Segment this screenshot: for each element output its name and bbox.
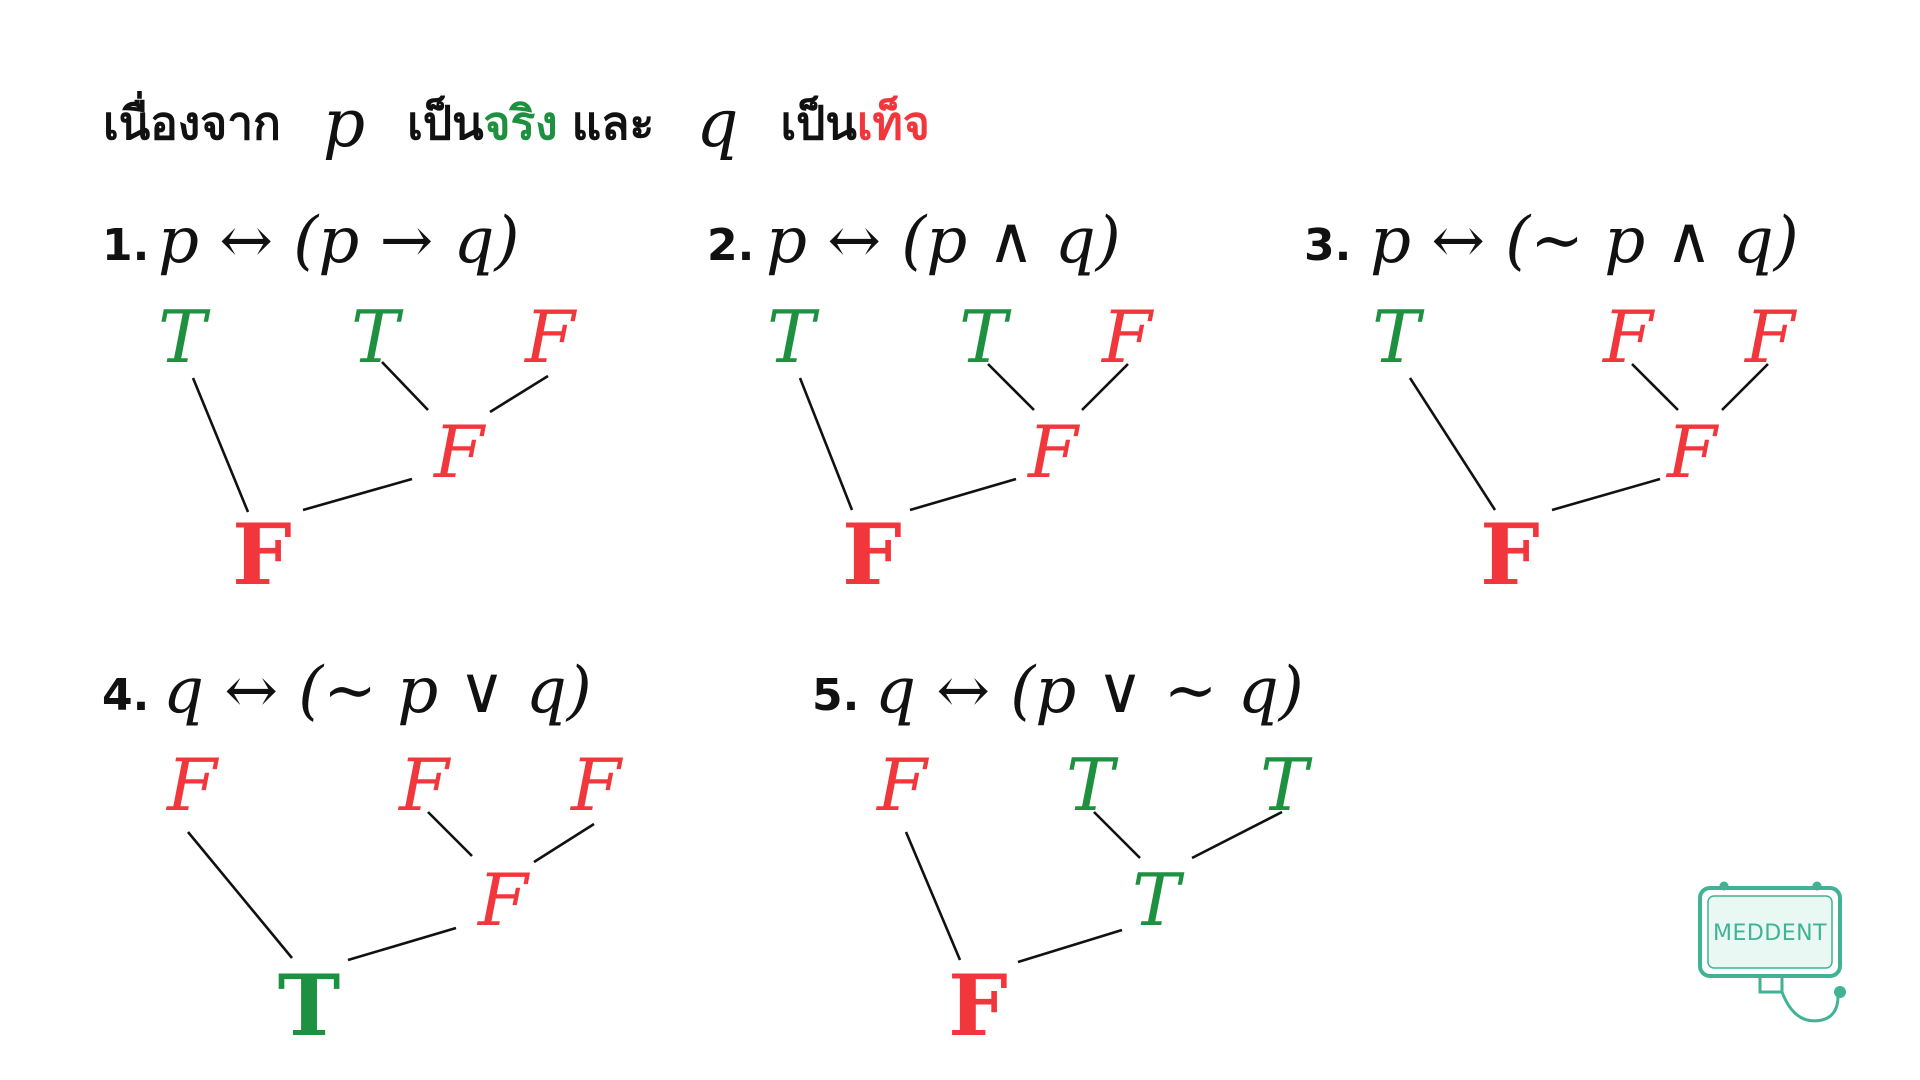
header-is-2: เป็น bbox=[780, 95, 857, 150]
logo-text: MEDDENT bbox=[1713, 921, 1827, 946]
problem-3-leaf-1: T bbox=[1372, 295, 1425, 379]
problem-5: 5. q ↔ (p ∨ ∼ q) F T T T F bbox=[812, 654, 1313, 1055]
problem-2-edge-mid bbox=[987, 363, 1035, 411]
problem-5-edge-right bbox=[1191, 810, 1283, 860]
problem-4-leaf-3: F bbox=[569, 743, 624, 827]
problem-5-leaf-2: T bbox=[1066, 743, 1119, 827]
problem-3-edge-left bbox=[1408, 377, 1497, 511]
header-false-word: เท็จ bbox=[856, 95, 930, 150]
problem-4-expression: q ↔ (∼ p ∨ q) bbox=[163, 654, 592, 728]
meddent-logo: MEDDENT bbox=[1698, 881, 1846, 1023]
problem-3-expression: p ↔ (∼ p ∧ q) bbox=[1370, 204, 1799, 278]
problem-3-edge-mid bbox=[1631, 363, 1679, 411]
problem-4-root: T bbox=[278, 956, 341, 1055]
problem-1-edge-left bbox=[191, 377, 250, 513]
problem-3-root: F bbox=[1480, 505, 1540, 604]
problem-5-inner: T bbox=[1132, 858, 1185, 942]
header-var-p: p bbox=[322, 84, 366, 162]
problem-3-leaf-3: F bbox=[1743, 295, 1798, 379]
problem-2-root: F bbox=[842, 505, 902, 604]
problem-5-number: 5. bbox=[812, 670, 859, 721]
problem-1-edge-mid bbox=[381, 361, 429, 411]
problem-2-leaf-2: T bbox=[959, 295, 1012, 379]
problem-5-edge-left bbox=[904, 831, 962, 961]
problem-4-edge-left bbox=[186, 831, 294, 959]
problem-2-leaf-1: T bbox=[767, 295, 820, 379]
problem-5-edge-mid bbox=[1093, 811, 1141, 859]
header-true-word: จริง bbox=[483, 95, 558, 150]
problem-2-inner: F bbox=[1026, 410, 1081, 494]
problem-4-inner: F bbox=[476, 858, 531, 942]
problem-2-number: 2. bbox=[707, 220, 754, 271]
problem-2-edge-right bbox=[1081, 363, 1129, 411]
problem-3-leaf-2: F bbox=[1601, 295, 1656, 379]
problem-2: 2. p ↔ (p ∧ q) T T F F F bbox=[707, 204, 1155, 604]
problem-1-root: F bbox=[232, 505, 292, 604]
problem-4-edge-right bbox=[533, 822, 595, 864]
problem-1-expression: p ↔ (p → q) bbox=[158, 204, 519, 278]
problem-5-root: F bbox=[948, 956, 1008, 1055]
problem-1-number: 1. bbox=[102, 220, 149, 271]
problem-4-leaf-2: F bbox=[397, 743, 452, 827]
problem-2-edge-left bbox=[798, 377, 854, 511]
problem-3-edge-right bbox=[1721, 363, 1769, 411]
problem-4: 4. q ↔ (∼ p ∨ q) F F F F T bbox=[102, 654, 624, 1055]
problem-5-leaf-1: F bbox=[875, 743, 930, 827]
problem-4-leaf-1: F bbox=[165, 743, 220, 827]
problem-5-expression: q ↔ (p ∨ ∼ q) bbox=[875, 654, 1304, 728]
header-is-1: เป็น bbox=[407, 95, 484, 150]
problem-5-edge-inner bbox=[1017, 928, 1123, 964]
problem-4-edge-inner bbox=[347, 926, 457, 962]
problem-4-number: 4. bbox=[102, 670, 149, 721]
header-and: และ bbox=[571, 95, 655, 150]
problem-1-leaf-3: F bbox=[523, 295, 578, 379]
header: เนื่องจาก p เป็น จริง และ q เป็น เท็จ bbox=[103, 78, 930, 168]
monitor-stethoscope-icon bbox=[1698, 881, 1846, 1023]
problem-3-number: 3. bbox=[1304, 220, 1351, 271]
problem-1-inner: F bbox=[432, 410, 487, 494]
problem-1-edge-inner bbox=[302, 477, 413, 512]
problem-1: 1. p ↔ (p → q) T T F F F bbox=[102, 204, 578, 604]
problem-1-edge-right bbox=[489, 374, 549, 414]
header-since: เนื่องจาก bbox=[103, 95, 281, 150]
problem-1-leaf-2: T bbox=[351, 295, 404, 379]
problem-3-inner: F bbox=[1665, 410, 1720, 494]
problem-2-expression: p ↔ (p ∧ q) bbox=[766, 204, 1121, 278]
problem-3-edge-inner bbox=[1551, 477, 1661, 512]
problem-5-leaf-3: T bbox=[1260, 743, 1313, 827]
header-var-q: q bbox=[696, 84, 739, 162]
problem-2-edge-inner bbox=[909, 477, 1017, 512]
problem-3: 3. p ↔ (∼ p ∧ q) T F F F F bbox=[1304, 204, 1799, 604]
problem-2-leaf-3: F bbox=[1100, 295, 1155, 379]
problem-4-edge-mid bbox=[427, 811, 473, 857]
problem-1-leaf-1: T bbox=[158, 295, 211, 379]
